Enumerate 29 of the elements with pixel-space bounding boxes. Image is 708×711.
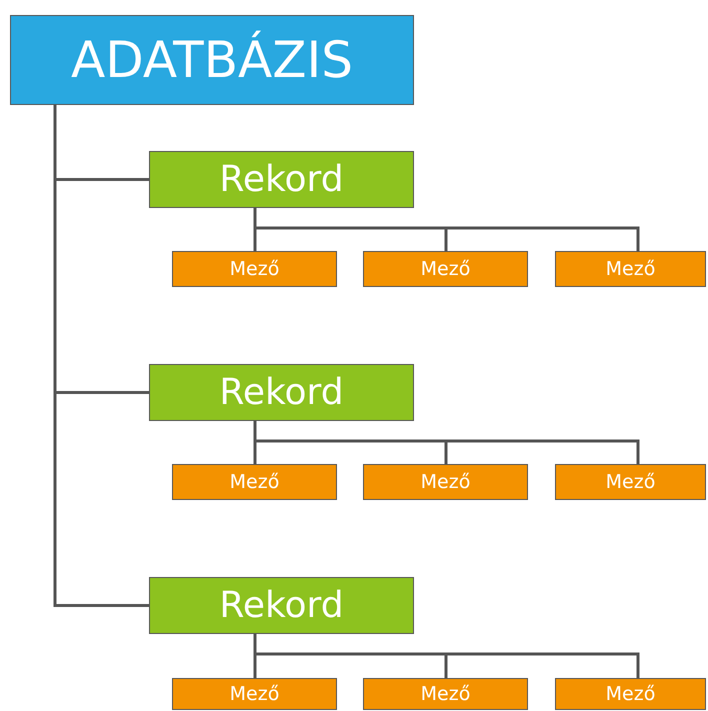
box-label: Mező [606,258,656,280]
field-box [363,464,528,500]
box-label: Mező [420,683,470,705]
field-box [172,251,337,287]
field-box [555,678,706,710]
box-label: Rekord [219,372,344,413]
field-box [363,678,528,710]
connector-line [254,634,640,678]
box-label: Mező [606,683,656,705]
box-label: Rekord [219,585,344,626]
box-label: Mező [420,258,470,280]
box-label: Mező [606,471,656,493]
box-label: Mező [230,471,280,493]
box-label: Mező [230,258,280,280]
field-box [363,251,528,287]
field-box [172,464,337,500]
box-label: ADATBÁZIS [71,31,353,89]
record-box [149,151,414,208]
database-box [10,15,414,105]
box-label: Rekord [219,159,344,200]
field-box [555,251,706,287]
connector-line [254,421,640,464]
box-label: Mező [230,683,280,705]
record-box [149,364,414,421]
connector-line [254,208,640,251]
field-box [555,464,706,500]
record-box [149,577,414,634]
field-box [172,678,337,710]
box-label: Mező [420,471,470,493]
